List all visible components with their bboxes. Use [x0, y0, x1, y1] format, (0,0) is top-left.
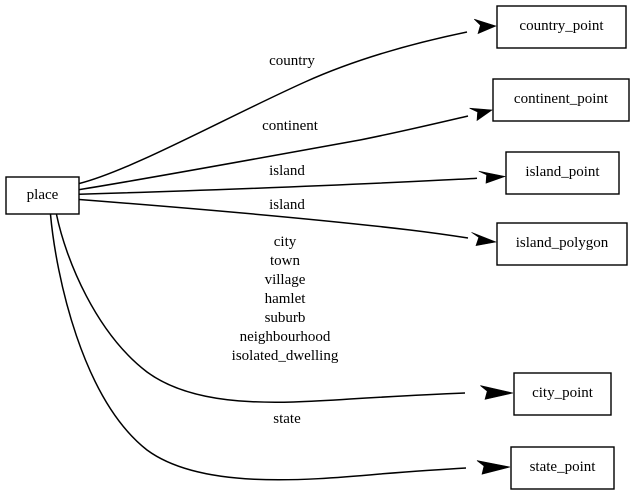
edge-label-state: state — [273, 411, 301, 427]
node-box-city-point[interactable] — [513, 372, 612, 416]
edge-place-to-state-point[interactable] — [49, 214, 467, 481]
edge-label-line-isolated-dwelling: isolated_dwelling — [231, 348, 339, 364]
node-box-state-point[interactable] — [510, 446, 615, 490]
node-box-country-point[interactable] — [496, 5, 627, 49]
arrowhead-island-point — [478, 170, 507, 184]
node-label-place: place — [26, 187, 59, 203]
edge-label-island-point: island — [269, 163, 305, 179]
node-label-state-point: state_point — [529, 459, 596, 475]
edge-place-to-island-polygon[interactable] — [79, 198, 469, 239]
edge-place-to-continent-point[interactable] — [79, 115, 469, 191]
arrowhead-island-polygon — [471, 232, 498, 246]
node-box-island-polygon[interactable] — [496, 222, 628, 266]
node-label-island-point: island_point — [525, 164, 600, 180]
arrowhead-city-point — [480, 385, 514, 400]
edge-label-line-hamlet: hamlet — [264, 291, 306, 307]
edge-label-continent: continent — [262, 118, 318, 134]
edge-label-island-polygon: island — [269, 197, 305, 213]
node-label-city-point: city_point — [532, 385, 593, 401]
arrowhead-state-point — [476, 460, 511, 475]
edge-label-line-neighbourhood: neighbourhood — [239, 329, 331, 345]
edge-label-city-group: city town village hamlet suburb neighbou… — [205, 233, 365, 366]
edge-label-line-suburb: suburb — [264, 310, 306, 326]
node-label-island-polygon: island_polygon — [515, 235, 609, 251]
edge-label-line-town: town — [270, 253, 300, 269]
edge-label-country: country — [269, 53, 315, 69]
edge-place-to-country-point[interactable] — [79, 31, 468, 185]
edge-label-line-city: city — [273, 234, 297, 250]
arrowhead-continent-point — [469, 107, 493, 122]
node-box-place[interactable] — [5, 176, 80, 215]
edge-place-to-city-point[interactable] — [55, 214, 466, 403]
edge-place-to-island-point[interactable] — [79, 177, 478, 195]
edge-label-line-village: village — [264, 272, 306, 288]
node-label-country-point: country_point — [519, 18, 604, 34]
node-label-continent-point: continent_point — [513, 91, 609, 107]
arrowhead-country-point — [473, 18, 497, 35]
node-box-island-point[interactable] — [505, 151, 620, 195]
node-box-continent-point[interactable] — [492, 78, 630, 122]
